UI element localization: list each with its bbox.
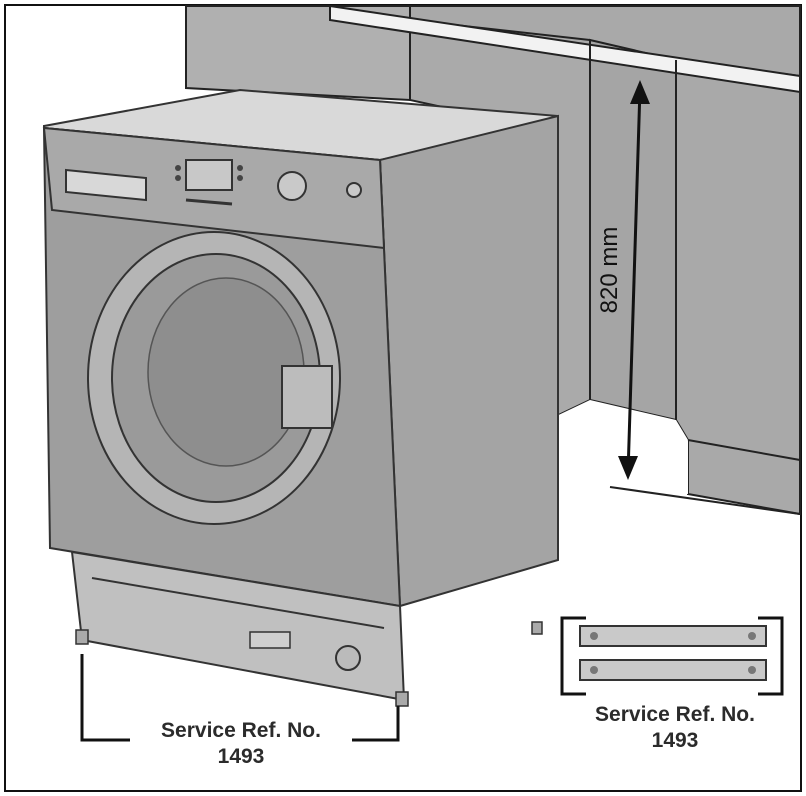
fixing-rail-top: [579, 625, 767, 647]
machine-service-ref-number: 1493: [217, 745, 265, 768]
machine-service-ref-text: Service Ref. No.: [161, 719, 321, 742]
machine-service-ref: Service Ref. No. 1493: [130, 718, 352, 770]
height-dimension-label: 820 mm: [596, 226, 623, 314]
kit-service-ref-number: 1493: [651, 729, 699, 752]
fixing-rail-bottom: [579, 659, 767, 681]
kit-service-ref-text: Service Ref. No.: [595, 703, 755, 726]
accessory-kit: [560, 616, 784, 696]
kit-service-ref: Service Ref. No. 1493: [560, 702, 790, 754]
plinth-bracket-left: [80, 654, 130, 742]
plinth-bracket-right: [352, 706, 400, 742]
washing-machine: [42, 88, 559, 707]
height-dimension-arrow: [618, 80, 650, 480]
